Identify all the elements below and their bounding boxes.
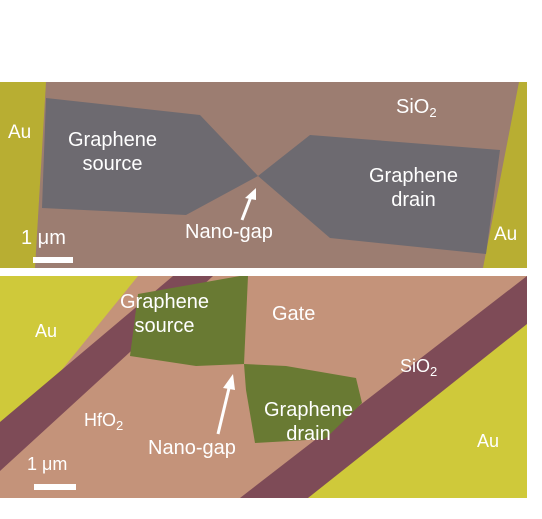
graphene-source-label: Graphene source [120,291,209,337]
top-image-background [0,82,527,268]
nano-gap-label: Nano-gap [185,221,273,243]
sio2-label: SiO2 [396,96,437,120]
scale-label: 1 μm [21,227,66,249]
graphene-drain-label: Graphene drain [264,399,353,445]
nano-gap-label: Nano-gap [148,437,236,459]
scale-bar [33,257,73,263]
sio2-label: SiO2 [400,356,438,379]
au-right-label: Au [477,431,500,451]
scale-label: 1 μm [27,454,68,474]
au-electrode-right [483,82,527,268]
au-left-label: Au [35,321,58,341]
gate-label: Gate [272,303,316,325]
hfo2-label: HfO2 [84,410,124,433]
graphene-source-flake [42,98,258,215]
graphene-source-flake [130,276,248,366]
au-electrode-left [0,82,46,268]
bottom-image-background [0,276,527,498]
sio2-strip-right [240,276,527,498]
graphene-drain-flake [244,364,362,443]
graphene-source-label: Graphene source [68,129,157,175]
au-left-label: Au [8,122,32,143]
nano-gap-arrow-icon [216,374,235,435]
bottom-sem-image: Graphene source Gate Au SiO2 HfO2 Graphe… [0,276,527,498]
top-sem-image: Au SiO2 Graphene source Graphene drain N… [0,82,527,268]
graphene-drain-flake [258,135,500,254]
scale-bar [34,484,76,490]
graphene-drain-label: Graphene drain [369,165,458,211]
au-right-label: Au [494,224,518,245]
nano-gap-arrow-icon [240,188,256,221]
